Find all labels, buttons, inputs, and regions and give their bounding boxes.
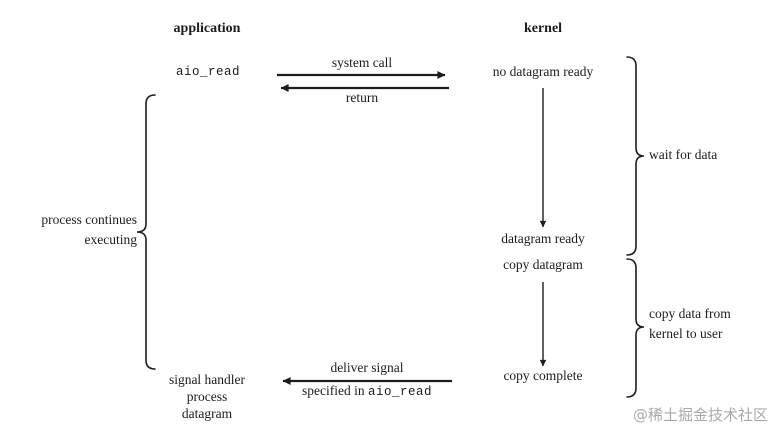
- aio-read-call-label: aio_read: [175, 65, 240, 79]
- datagram-ready-label: datagram ready: [501, 231, 585, 246]
- system-call-label: system call: [331, 55, 393, 70]
- process-continues-line1: process continues: [41, 212, 137, 227]
- copy-datagram-label: copy datagram: [503, 257, 583, 272]
- kernel-column-header: kernel: [523, 21, 563, 36]
- deliver-signal-label: deliver signal: [330, 360, 404, 375]
- process-continues-line2: executing: [84, 232, 137, 247]
- signal-handler-label: signal handler process datagram: [141, 371, 273, 422]
- wait-for-data-brace: [626, 56, 645, 256]
- watermark-text: @稀土掘金技术社区: [632, 406, 768, 424]
- specified-in-prefix: specified in: [302, 383, 368, 398]
- copy-complete-label: copy complete: [503, 368, 583, 383]
- process-continues-brace: [136, 94, 156, 370]
- return-label: return: [345, 90, 379, 105]
- application-column-header: application: [173, 21, 241, 36]
- specified-in-label: specified in aio_read: [262, 383, 472, 400]
- signal-handler-line3: datagram: [181, 406, 233, 421]
- signal-handler-line2: process: [186, 389, 228, 404]
- copy-data-label-line2: kernel to user: [649, 326, 723, 341]
- copy-data-brace: [626, 258, 645, 398]
- copy-data-label: copy data from kernel to user: [649, 304, 731, 344]
- copy-data-label-line1: copy data from: [649, 306, 731, 321]
- no-datagram-ready-label: no datagram ready: [492, 64, 594, 79]
- signal-handler-line1: signal handler: [168, 372, 246, 387]
- wait-for-data-label: wait for data: [649, 147, 718, 162]
- specified-in-code: aio_read: [367, 385, 432, 399]
- process-continues-label: process continues executing: [5, 210, 137, 250]
